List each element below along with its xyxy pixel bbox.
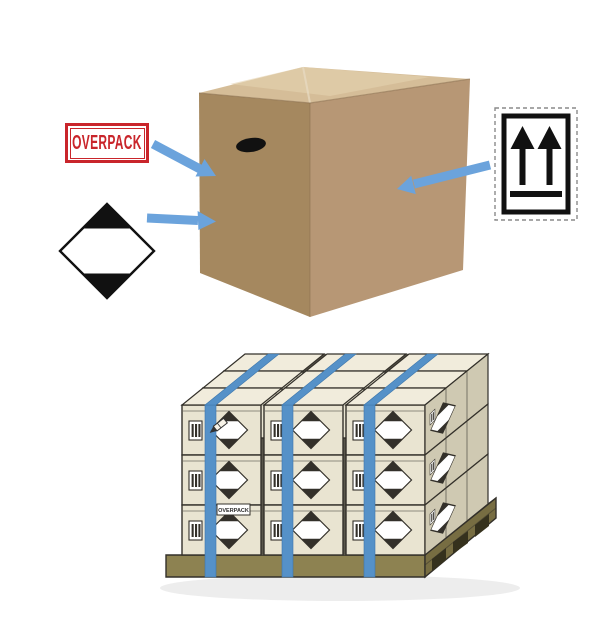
up-arrows-icon bbox=[510, 126, 562, 197]
pallet-box-front bbox=[263, 454, 344, 506]
strap-band bbox=[363, 353, 439, 578]
arrow-from-lq-mark-icon bbox=[146, 211, 216, 230]
this-way-up-label bbox=[494, 107, 578, 221]
box-right-face bbox=[310, 79, 470, 317]
pallet-box-front bbox=[345, 404, 426, 456]
label-black-frame bbox=[501, 113, 571, 215]
arrow-from-orientation-label-icon bbox=[397, 160, 492, 195]
overpack-label: OVERPACK bbox=[65, 123, 149, 163]
box-top-highlight bbox=[230, 67, 430, 96]
arrow-from-overpack-icon bbox=[150, 140, 216, 177]
pallet-box-front bbox=[263, 404, 344, 456]
floor-shadow bbox=[160, 575, 520, 601]
pallet-box-front bbox=[263, 504, 344, 556]
stack-front-row bbox=[181, 387, 447, 556]
overpack-label-text: OVERPACK bbox=[72, 132, 142, 154]
pallet-straps bbox=[204, 353, 439, 578]
pallet-overpack-sticker: OVERPACK bbox=[216, 503, 251, 516]
pallet-box-front bbox=[345, 454, 426, 506]
pallet-overpack-sticker-text: OVERPACK bbox=[218, 508, 249, 514]
limited-quantity-diamond-icon bbox=[58, 202, 156, 300]
pallet-illustration: OVERPACK bbox=[160, 353, 520, 601]
box-left-face bbox=[199, 93, 310, 317]
pallet-box-front bbox=[181, 454, 262, 506]
pencil-icon bbox=[209, 417, 229, 433]
box-handle-cutout bbox=[236, 137, 266, 153]
strap-band bbox=[281, 353, 357, 578]
pallet-box-front bbox=[345, 504, 426, 556]
cardboard-box-photo bbox=[198, 66, 471, 317]
baseline-bar bbox=[510, 191, 562, 197]
pallet-box-front bbox=[181, 404, 262, 456]
strap-band bbox=[204, 353, 280, 578]
